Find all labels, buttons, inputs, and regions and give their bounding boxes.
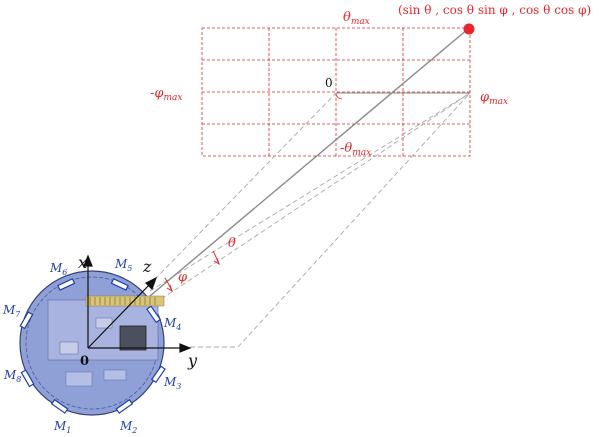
- mic-3-body: [150, 365, 166, 384]
- mic-5-label: M5: [114, 257, 132, 273]
- axis-y-label: y: [187, 351, 198, 370]
- pcb-component-3: [65, 371, 93, 387]
- mic-2-label: M2: [119, 419, 137, 435]
- origin-label: 0: [80, 354, 89, 369]
- grid-origin-arc: [335, 93, 343, 100]
- direction-ray: [87, 28, 469, 349]
- target-point: [463, 23, 475, 35]
- pcb-component-4: [103, 369, 127, 381]
- mic-4-label: M4: [163, 316, 181, 332]
- grid-origin-label: 0: [325, 76, 333, 90]
- mic-7-label: M7: [2, 303, 21, 319]
- mic-2-body: [115, 398, 134, 414]
- mic-1-body: [50, 398, 69, 414]
- mic-labels: M1 M2 M3 M4 M5 M6 M7 M8: [2, 257, 181, 435]
- mic-4-body: [146, 305, 162, 324]
- mic-8-label: M8: [3, 368, 21, 384]
- axis-x-arrow: [83, 254, 93, 267]
- theta-arc-head: [213, 257, 220, 266]
- mic-6-label: M6: [49, 261, 67, 277]
- axis-y-arrow: [179, 343, 192, 353]
- mic-6-body: [57, 278, 76, 291]
- theta-max-bottom-label: -θmax: [340, 141, 371, 158]
- phi-max-right-label: φmax: [480, 90, 508, 107]
- phi-arc-head: [166, 284, 173, 293]
- axis-z-arrow: [144, 276, 158, 291]
- phi-max-left-label: -φmax: [150, 86, 182, 103]
- point-formula-label: (sin θ , cos θ sin φ , cos θ cos φ): [398, 3, 591, 17]
- axis-x-label: x: [78, 253, 87, 272]
- pcb-component-2: [59, 341, 79, 355]
- phi-angle-label: φ: [178, 270, 188, 285]
- mic-5-body: [110, 278, 129, 291]
- microphones: [19, 278, 166, 414]
- mic-8-body: [20, 369, 35, 388]
- mic-7-body: [19, 311, 34, 330]
- axis-z-label: z: [142, 257, 152, 276]
- theta-max-top-label: θmax: [343, 10, 370, 27]
- pcb-header-pins: [89, 297, 156, 305]
- mic-1-label: M1: [53, 419, 71, 435]
- axis-z-line: [87, 281, 153, 349]
- theta-angle-label: θ: [228, 236, 236, 251]
- mic-3-label: M3: [163, 375, 181, 391]
- coordinate-axes: [83, 254, 192, 353]
- pcb-chip: [119, 325, 147, 351]
